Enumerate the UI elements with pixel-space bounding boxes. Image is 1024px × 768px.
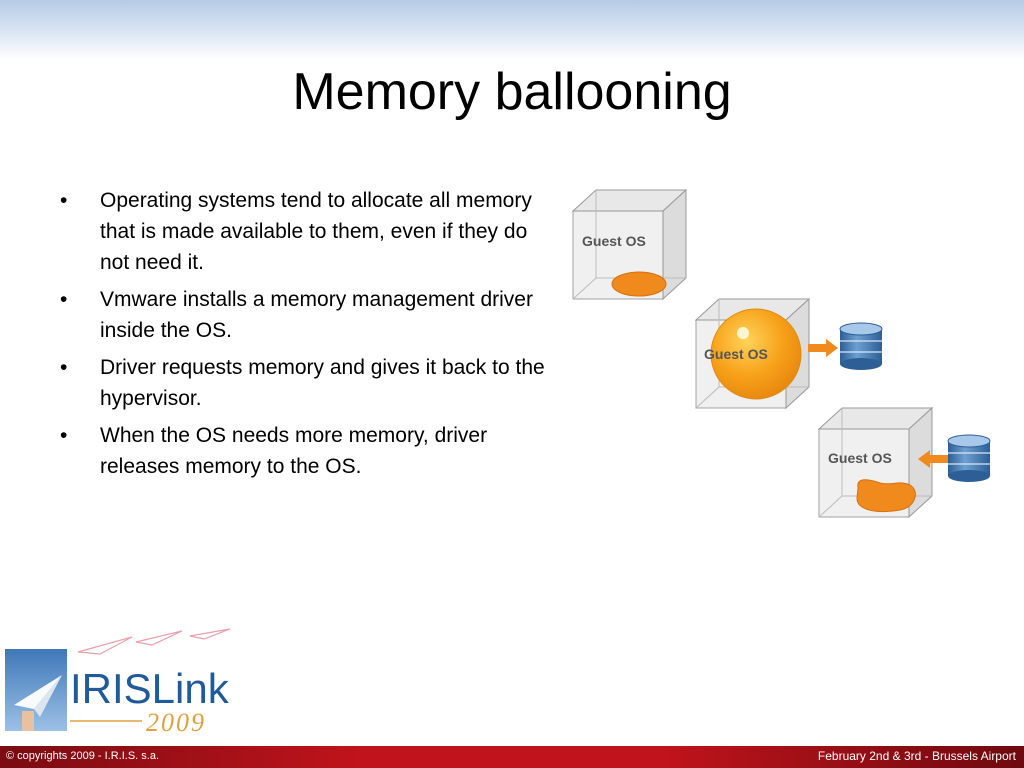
database-icon [839, 322, 883, 370]
bullet-text: Operating systems tend to allocate all m… [100, 189, 532, 274]
paper-plane-icon [14, 675, 62, 731]
balloon-highlight-icon [737, 327, 749, 339]
bullet-text: Vmware installs a memory management driv… [100, 288, 533, 342]
memory-blob-icon [856, 479, 916, 513]
balloon-icon [710, 308, 802, 400]
logo-year: 2009 [146, 708, 206, 737]
ballooning-diagram: Guest OS Guest OS Guest OS [571, 188, 991, 519]
footer-event: February 2nd & 3rd - Brussels Airport [817, 749, 1016, 763]
slide-title: Memory ballooning [292, 63, 732, 121]
top-gradient-band [0, 0, 1024, 60]
footer-bar: © copyrights 2009 - I.R.I.S. s.a. Februa… [0, 746, 1024, 768]
bullet-text: Driver requests memory and gives it back… [100, 356, 545, 410]
paper-plane-trail-icon [77, 628, 231, 655]
guest-os-label: Guest OS [704, 346, 768, 362]
arrow-left-icon [918, 450, 948, 468]
bullet-glyph: • [60, 424, 68, 447]
bullet-item: • Driver requests memory and gives it bac… [60, 352, 550, 414]
logo-name: IRISLink [70, 665, 230, 712]
bullet-list: • Operating systems tend to allocate all … [60, 185, 550, 488]
bullet-item: • When the OS needs more memory, driver r… [60, 420, 550, 482]
bullet-text: When the OS needs more memory, driver re… [100, 424, 488, 478]
bullet-item: • Vmware installs a memory management dri… [60, 284, 550, 346]
bullet-glyph: • [60, 189, 68, 212]
guest-os-label: Guest OS [582, 233, 646, 249]
sky-photo [5, 649, 67, 731]
guest-os-label: Guest OS [828, 450, 892, 466]
database-icon [947, 434, 991, 482]
memory-blob-icon [611, 271, 667, 297]
footer-copyright: © copyrights 2009 - I.R.I.S. s.a. [6, 750, 160, 762]
irislink-logo: IRISLink 2009 [5, 628, 231, 737]
arrow-right-icon [808, 339, 838, 357]
bullet-glyph: • [60, 288, 68, 311]
bullet-glyph: • [60, 356, 68, 379]
bullet-item: • Operating systems tend to allocate all … [60, 185, 550, 278]
